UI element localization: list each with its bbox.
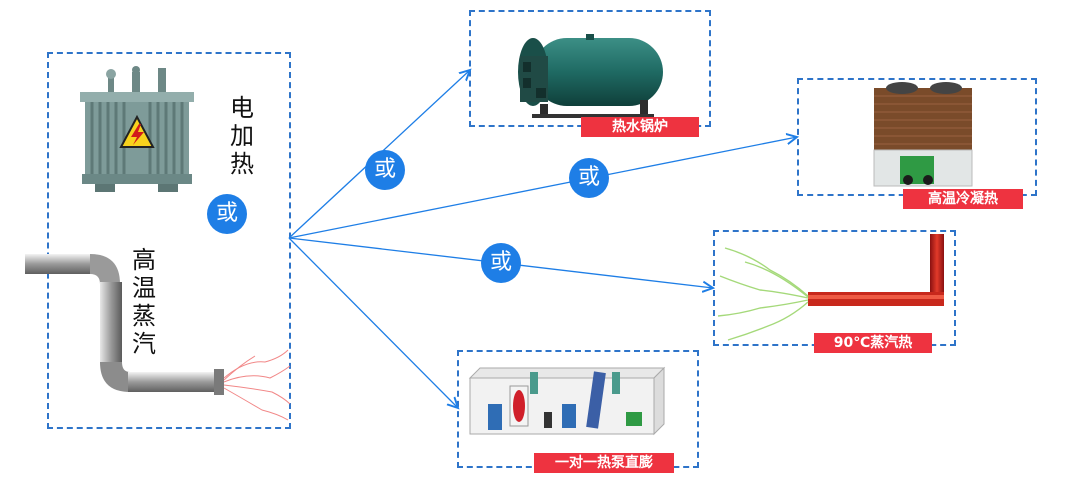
or-badge-left: 或 [207,194,247,234]
condensing-label: 高温冷凝热 [903,189,1023,209]
heatpump-label: 一对一热泵直膨 [534,453,674,473]
or-badge-steam90: 或 [481,243,521,283]
steam90-icon [717,234,944,341]
or-badge-boiler: 或 [365,150,405,190]
heatpump-unit-icon [468,366,666,436]
steam-pipe-icon [25,254,291,421]
arrow-lines [288,70,797,408]
or-badge-condensing: 或 [569,158,609,198]
arrow-to-heatpump [288,237,458,408]
transformer-icon [80,66,194,192]
heat-source-box [47,52,291,429]
boiler-icon [518,34,663,118]
condensing-unit-icon [873,82,973,187]
electric-heating-label: 电加热 [230,94,254,178]
steam-label: 高温蒸汽 [132,246,156,358]
arrow-to-condensing [288,137,797,239]
steam90-label: 90℃蒸汽热 [814,333,932,353]
boiler-label: 热水锅炉 [581,117,699,137]
